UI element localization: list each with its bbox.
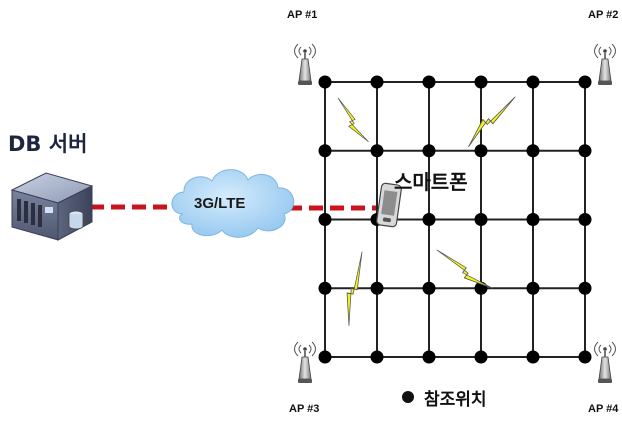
ap4-label: AP #4 xyxy=(588,403,619,415)
reference-point xyxy=(422,350,436,364)
reference-point xyxy=(422,213,436,226)
ap3-label: AP #3 xyxy=(289,403,320,415)
ap2-label: AP #2 xyxy=(588,9,619,21)
reference-point xyxy=(318,144,332,158)
reference-point xyxy=(578,281,592,295)
reference-point xyxy=(370,350,384,364)
reference-point xyxy=(526,281,540,295)
reference-point xyxy=(578,75,592,89)
ap1-label: AP #1 xyxy=(287,9,318,21)
reference-point xyxy=(422,75,436,89)
antenna-icon xyxy=(294,341,316,384)
smartphone-icon xyxy=(376,182,402,228)
smartphone-label: 스마트폰 xyxy=(394,170,468,194)
cloud-icon xyxy=(171,169,295,238)
lightning-bolt-icon xyxy=(458,96,526,148)
reference-point xyxy=(526,350,540,364)
network-label: 3G/LTE xyxy=(194,195,246,212)
reference-point xyxy=(474,213,488,226)
reference-point xyxy=(578,350,592,364)
reference-point xyxy=(370,144,384,158)
reference-point xyxy=(474,75,488,89)
reference-point xyxy=(318,281,332,295)
reference-point xyxy=(526,75,540,89)
reference-point-label: 참조위치 xyxy=(424,390,487,410)
reference-point xyxy=(318,213,332,226)
db-server-label: DB 서버 xyxy=(8,132,88,156)
reference-point xyxy=(474,350,488,364)
reference-point xyxy=(526,144,540,158)
reference-point xyxy=(422,144,436,158)
server-icon xyxy=(10,172,94,241)
antenna-icon xyxy=(594,341,616,384)
reference-point xyxy=(370,281,384,295)
reference-point xyxy=(474,144,488,158)
reference-point xyxy=(370,75,384,89)
antenna-icon xyxy=(294,43,316,86)
reference-point xyxy=(526,213,540,226)
antenna-icon xyxy=(594,43,616,86)
reference-point xyxy=(578,213,592,226)
reference-point xyxy=(578,144,592,158)
reference-point xyxy=(318,75,332,89)
reference-grid xyxy=(318,75,592,364)
reference-point xyxy=(318,350,332,364)
reference-point xyxy=(422,281,436,295)
black-dot-icon xyxy=(402,391,414,403)
lightning-bolt-icon xyxy=(337,92,369,147)
